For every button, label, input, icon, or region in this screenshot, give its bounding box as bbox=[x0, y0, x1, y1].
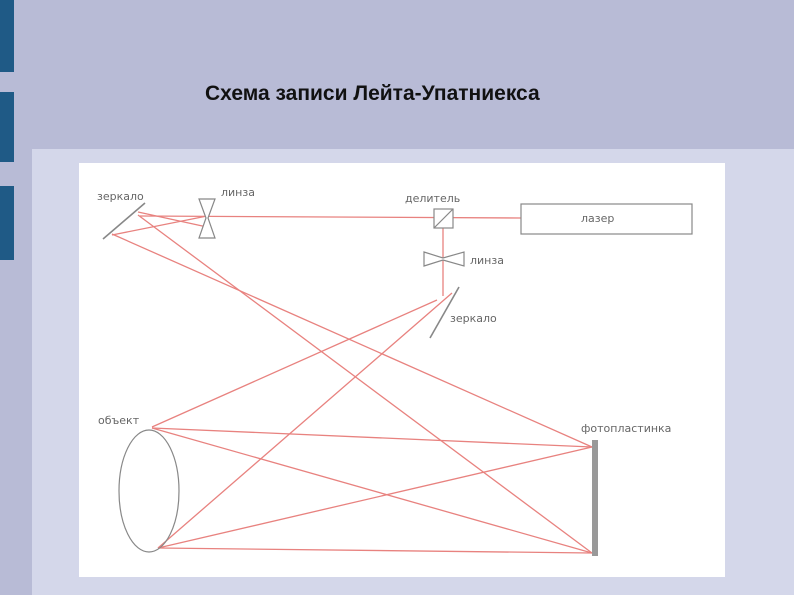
label-laser: лазер bbox=[581, 212, 614, 225]
beam-lens-to-mirror-1 bbox=[111, 215, 208, 236]
photoplate bbox=[592, 440, 598, 556]
lens-top bbox=[198, 198, 216, 239]
beam-object-bottom-to-photoplate-bottom bbox=[157, 547, 593, 554]
laser-box bbox=[520, 203, 693, 235]
accent-bar-1 bbox=[0, 0, 14, 72]
mirror-top bbox=[102, 202, 146, 240]
beam-splitter-diagonal bbox=[433, 208, 454, 229]
laser-beams bbox=[111, 211, 593, 554]
beam-mirror-to-photoplate-bottom bbox=[137, 214, 593, 554]
label-mirror-right: зеркало bbox=[450, 312, 497, 325]
beam-lens-to-mirror-2 bbox=[137, 211, 208, 228]
label-object: объект bbox=[98, 414, 140, 427]
label-lens-right: линза bbox=[470, 254, 504, 267]
beam-object-top-to-photoplate-bottom bbox=[151, 427, 593, 554]
lens-right bbox=[423, 251, 465, 267]
slide-title: Схема записи Лейта-Упатниекса bbox=[205, 82, 540, 105]
accent-bar-3 bbox=[0, 186, 14, 260]
label-photoplate: фотопластинка bbox=[581, 422, 671, 435]
beam-object-bottom-to-photoplate bbox=[157, 446, 593, 549]
label-lens-top: линза bbox=[221, 186, 255, 199]
beam-object-top-to-photoplate bbox=[151, 427, 593, 448]
mirror-right bbox=[429, 286, 460, 339]
beam-right-mirror-to-object-top bbox=[151, 299, 438, 428]
label-mirror-top: зеркало bbox=[97, 190, 144, 203]
beam-right-mirror-to-object-bottom bbox=[157, 292, 453, 549]
beam-mirror-to-photoplate-top bbox=[111, 233, 593, 448]
accent-bar-2 bbox=[0, 92, 14, 162]
object-ellipse bbox=[118, 429, 180, 553]
label-splitter: делитель bbox=[405, 192, 460, 205]
